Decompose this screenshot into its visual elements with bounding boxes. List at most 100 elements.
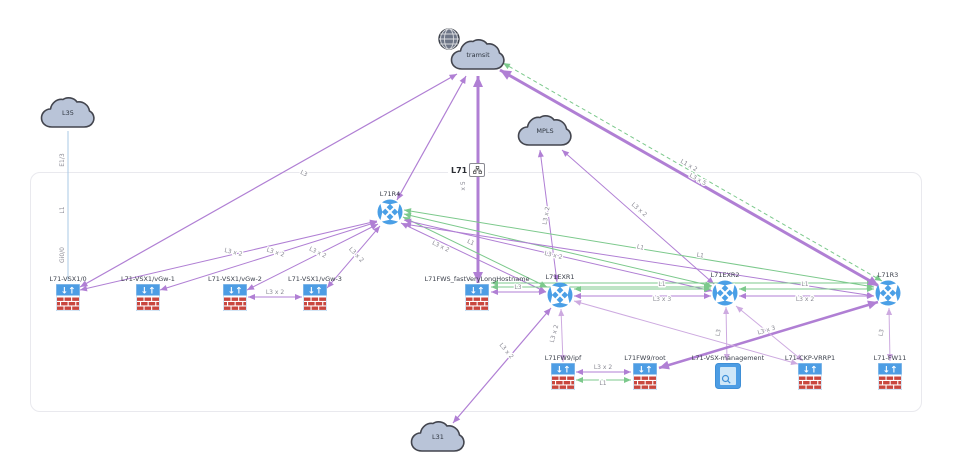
node-label: L71FW9/ipf [544, 353, 582, 362]
edge-label: L3 x 2 [498, 342, 515, 361]
firewall-icon: ↓↑ [465, 283, 489, 311]
firewall-icon: ↓↑ [551, 362, 575, 390]
node-label: MPLS [536, 127, 554, 135]
node-label: L35 [62, 109, 74, 117]
edge-arrowhead [539, 281, 547, 287]
edge-label: L3 [877, 328, 885, 336]
edge-31[interactable] [658, 300, 879, 370]
edge-arrowhead [736, 306, 744, 313]
edge-8[interactable] [396, 75, 467, 201]
node-l35[interactable]: L35 [40, 96, 96, 130]
router-icon [377, 199, 403, 225]
edge-arrowhead [397, 191, 404, 200]
node-label: L71R4 [379, 190, 401, 198]
edge-arrowhead [559, 354, 566, 362]
edge-arrowhead [491, 289, 498, 295]
node-label: L71-CKP-VRRP1 [784, 353, 836, 362]
edge-label: L3 x 2 [630, 201, 649, 218]
node-mpls[interactable]: MPLS [517, 114, 573, 148]
node-vgw2[interactable]: ↓↑L71-VSX1/vGw-2 [208, 275, 262, 311]
edge-4[interactable] [246, 223, 379, 291]
edge-arrowhead [295, 294, 302, 300]
edge-label: Gi0/0 [59, 247, 66, 263]
edge-label: L1 [801, 281, 808, 288]
edge-arrowhead [574, 300, 582, 306]
edge-arrowhead [404, 212, 412, 219]
firewall-icon: ↓↑ [136, 283, 160, 311]
edge-label: L1 [696, 252, 704, 260]
edge-label: L3 x 2 [266, 289, 285, 296]
edge-arrowhead [404, 208, 412, 215]
edge-16[interactable] [403, 223, 875, 297]
edge-34[interactable] [888, 307, 891, 362]
group-title: L71 [451, 165, 468, 175]
edge-arrowhead [80, 285, 88, 292]
node-tramsit[interactable]: tramsit [438, 28, 506, 72]
node-label: L71-VSX-management [691, 354, 765, 362]
firewall-icon: ↓↑ [878, 362, 902, 390]
edge-10[interactable] [561, 149, 715, 285]
node-mgmt[interactable]: L71-VSX-management [692, 354, 764, 389]
edge-arrowhead [503, 63, 511, 70]
svg-text:↓↑: ↓↑ [469, 286, 484, 296]
edge-33[interactable] [573, 300, 799, 365]
edge-label: L1 [59, 206, 66, 213]
firewall-icon: ↓↑ [303, 283, 327, 311]
edge-label: L1 [599, 380, 606, 387]
edge-arrowhead [370, 224, 378, 230]
node-vgw1[interactable]: ↓↑L71-VSX1/vGw-1 [121, 275, 175, 311]
node-label: L71EXR2 [710, 271, 740, 279]
node-l71exr1[interactable]: L71EXR1 [545, 273, 575, 308]
edge-13[interactable] [403, 213, 713, 287]
node-l71exr2[interactable]: L71EXR2 [710, 271, 740, 306]
router-icon [712, 280, 738, 306]
router-icon [875, 280, 901, 306]
node-l31[interactable]: L31 [410, 420, 466, 454]
node-ckp[interactable]: ↓↑L71-CKP-VRRP1 [785, 354, 835, 390]
edge-arrowhead [574, 293, 581, 299]
edge-arrowhead [537, 150, 544, 158]
edge-32[interactable] [735, 305, 804, 362]
edge-arrowhead [574, 286, 581, 292]
node-l71r4[interactable]: L71R4 [377, 190, 403, 225]
edge-arrowhead [404, 222, 412, 229]
node-fw9root[interactable]: ↓↑L71FW9/root [624, 354, 666, 390]
firewall-icon: ↓↑ [56, 283, 80, 311]
group-label-l71[interactable]: L71 [448, 163, 489, 177]
edge-arrowhead [723, 307, 730, 315]
edge-24[interactable] [502, 62, 883, 282]
edge-arrowhead [327, 280, 334, 288]
edge-26[interactable] [560, 308, 564, 363]
edge-arrowhead [558, 309, 565, 317]
node-fws[interactable]: ↓↑ L71FWS_fastVeryLongHostname [424, 275, 530, 311]
edge-15[interactable] [403, 209, 875, 288]
edge-3[interactable] [159, 221, 378, 291]
edge-5[interactable] [326, 225, 381, 289]
edge-1[interactable] [79, 73, 458, 288]
node-fw9ipf[interactable]: ↓↑L71FW9/ipf [545, 354, 581, 390]
edge-27[interactable] [452, 307, 552, 424]
edge-11[interactable] [402, 216, 548, 288]
node-vsx10[interactable]: ↓↑ L71-VSX1/0 [49, 275, 87, 311]
edge-label: L3 x 2 [541, 206, 551, 225]
svg-text:↓↑: ↓↑ [60, 286, 75, 296]
edge-arrowhead [453, 415, 461, 423]
node-label: L71FWS_fastVeryLongHostname [424, 274, 530, 283]
edge-25[interactable] [499, 68, 880, 288]
edge-label: x 5 [460, 181, 467, 190]
edge-2[interactable] [79, 220, 378, 291]
node-label: L71-VSX1/0 [49, 274, 87, 283]
edge-12[interactable] [400, 222, 547, 293]
firewall-icon: ↓↑ [633, 362, 657, 390]
edge-arrowhead [739, 293, 746, 299]
node-vgw3[interactable]: ↓↑L71-VSX1/vGw-3 [288, 275, 342, 311]
node-fw11[interactable]: ↓↑L71-FW11 [874, 354, 906, 390]
sitemap-icon[interactable] [469, 163, 486, 177]
node-label: L71R3 [877, 271, 899, 279]
edge-arrowhead [543, 308, 551, 316]
edge-30[interactable] [725, 306, 728, 362]
edge-arrowhead [473, 272, 483, 283]
node-l71r3[interactable]: L71R3 [875, 271, 901, 306]
edge-9[interactable] [539, 149, 558, 283]
